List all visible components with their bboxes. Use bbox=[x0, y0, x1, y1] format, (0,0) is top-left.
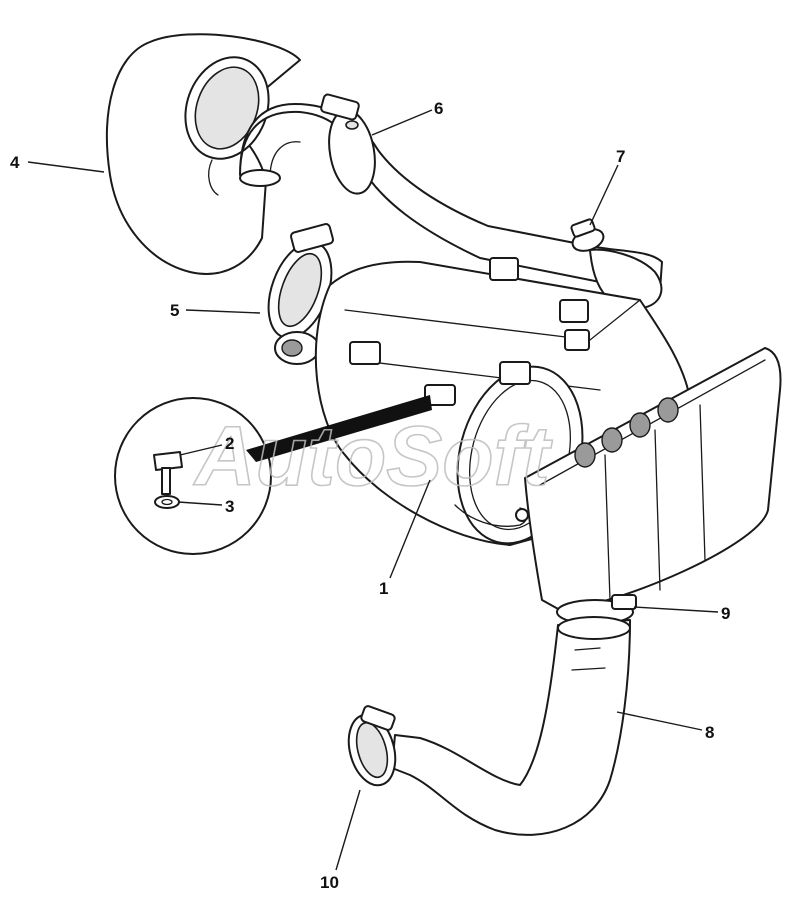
callout-10: 10 bbox=[320, 873, 339, 892]
callout-8: 8 bbox=[705, 723, 714, 742]
autosoft-watermark: AutoSoft bbox=[193, 409, 553, 503]
washer-part-3 bbox=[154, 495, 180, 509]
pipe-end-clamp-part-7 bbox=[570, 218, 663, 309]
callout-3: 3 bbox=[225, 497, 234, 516]
bolt-part-2 bbox=[153, 451, 183, 495]
pre-cleaner-tray bbox=[524, 347, 782, 611]
callout-2: 2 bbox=[225, 434, 234, 453]
hose-clamp-part-6 bbox=[320, 93, 376, 195]
callout-leaders bbox=[27, 109, 719, 871]
callout-1: 1 bbox=[379, 579, 388, 598]
hose-clamp-part-10 bbox=[347, 705, 397, 787]
callout-5: 5 bbox=[170, 301, 179, 320]
callout-4: 4 bbox=[10, 153, 20, 172]
callout-7: 7 bbox=[616, 147, 625, 166]
intake-hose-part-4 bbox=[106, 33, 301, 275]
callout-6: 6 bbox=[434, 99, 443, 118]
detail-inset bbox=[114, 395, 432, 555]
callout-9: 9 bbox=[721, 604, 730, 623]
outlet-hose-part-8 bbox=[391, 616, 631, 836]
callout-labels: 1 2 3 4 5 6 7 8 9 10 bbox=[10, 99, 730, 892]
inlet-clamp-part-5 bbox=[267, 223, 335, 365]
